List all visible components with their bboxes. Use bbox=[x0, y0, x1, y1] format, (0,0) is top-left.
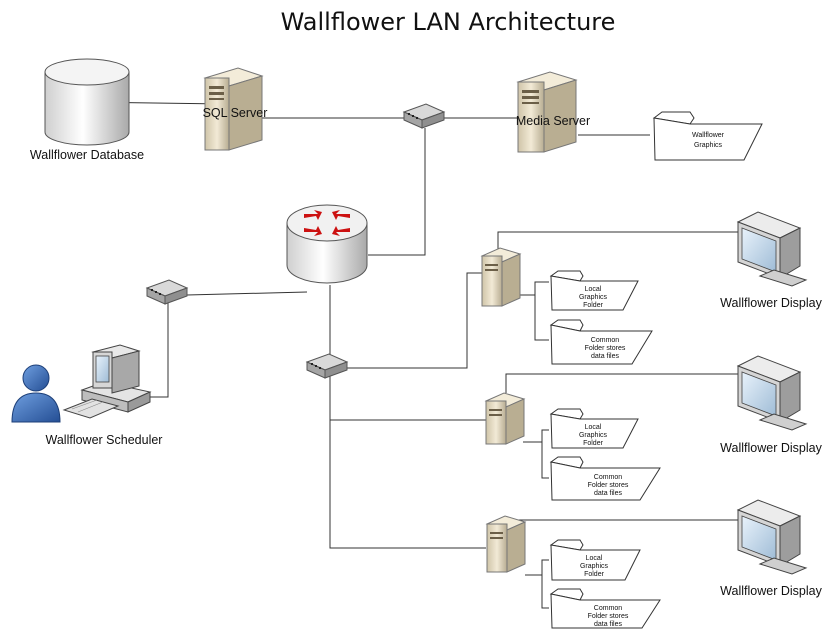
local-folder-label-line1: Local bbox=[585, 424, 602, 431]
common-folder-label-line1: Common bbox=[594, 605, 623, 612]
display-label: Wallflower Display bbox=[720, 296, 822, 310]
local-folder-label-line3: Folder bbox=[584, 571, 605, 578]
network-links bbox=[84, 101, 740, 609]
common-folder-label-line3: data files bbox=[594, 490, 623, 497]
display-switch-icon bbox=[305, 353, 349, 379]
local-folder-label-line2: Graphics bbox=[580, 563, 609, 570]
sql-server-label: SQL Server bbox=[203, 106, 268, 120]
common-data-folder-icon bbox=[549, 588, 661, 629]
router-icon bbox=[286, 204, 368, 284]
display-pc-icon bbox=[480, 247, 522, 307]
sql-server-icon bbox=[203, 67, 264, 151]
common-data-folder-icon bbox=[549, 456, 661, 501]
display-pc-icon bbox=[485, 515, 527, 573]
display-pc-icon bbox=[484, 392, 526, 445]
common-data-folder-icon bbox=[549, 319, 653, 365]
media-server-label: Media Server bbox=[516, 114, 590, 128]
local-folder-label-line3: Folder bbox=[583, 440, 604, 447]
local-graphics-folder-icon bbox=[549, 408, 639, 449]
scheduler-computer-icon bbox=[62, 344, 152, 419]
common-folder-label-line1: Common bbox=[591, 337, 620, 344]
user-person-icon bbox=[11, 364, 61, 423]
database-icon bbox=[44, 58, 130, 146]
local-folder-label-line1: Local bbox=[585, 286, 602, 293]
local-folder-label-line3: Folder bbox=[583, 302, 604, 309]
local-folder-label-line2: Graphics bbox=[579, 294, 608, 301]
monitor-icon bbox=[736, 211, 808, 287]
local-graphics-folder-icon bbox=[549, 270, 639, 311]
monitor-icon bbox=[736, 499, 808, 575]
database-label: Wallflower Database bbox=[30, 148, 144, 162]
graphics-folder-label-line1: Wallflower bbox=[692, 132, 725, 139]
local-folder-label-line2: Graphics bbox=[579, 432, 608, 439]
media-server-icon bbox=[516, 71, 578, 153]
folder-icon bbox=[652, 111, 763, 161]
common-folder-label-line3: data files bbox=[594, 621, 623, 628]
display-label: Wallflower Display bbox=[720, 441, 822, 455]
common-folder-label-line2: Folder stores bbox=[588, 613, 629, 620]
diagram-title: Wallflower LAN Architecture bbox=[281, 8, 616, 36]
common-folder-label-line2: Folder stores bbox=[585, 345, 626, 352]
scheduler-switch-icon bbox=[145, 279, 189, 305]
scheduler-label: Wallflower Scheduler bbox=[46, 433, 163, 447]
common-folder-label-line1: Common bbox=[594, 474, 623, 481]
monitor-icon bbox=[736, 355, 808, 431]
local-folder-label-line1: Local bbox=[586, 555, 603, 562]
common-folder-label-line2: Folder stores bbox=[588, 482, 629, 489]
common-folder-label-line3: data files bbox=[591, 353, 620, 360]
graphics-folder-label-line2: Graphics bbox=[694, 142, 723, 149]
display-label: Wallflower Display bbox=[720, 584, 822, 598]
hub-switch-icon bbox=[402, 103, 446, 129]
local-graphics-folder-icon bbox=[549, 539, 641, 581]
